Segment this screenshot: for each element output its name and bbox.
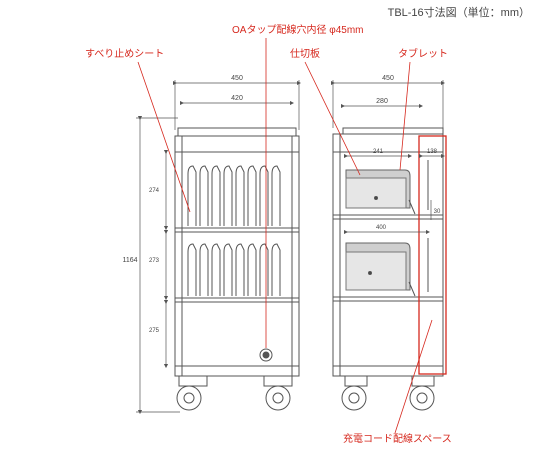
- side-caster-right: [409, 385, 435, 411]
- dim-tablet-length: 400: [376, 225, 387, 231]
- front-tablet-middle: [211, 243, 221, 296]
- front-tablets-upper: [187, 165, 281, 226]
- callout-tablet-leader: [399, 61, 411, 171]
- side-caster-left-hub: [348, 392, 360, 404]
- dim-shelf-lower: 275: [149, 328, 160, 334]
- dim-depth: 450: [382, 75, 394, 82]
- side-partition-lower: [408, 281, 416, 297]
- front-tablet-upper: [199, 165, 209, 226]
- side-top-frame: [342, 127, 444, 135]
- callout-slip-sheet: すべり止めシート: [85, 48, 164, 60]
- dim-cord-space: 138: [427, 149, 438, 155]
- front-tablet-upper: [247, 165, 257, 226]
- side-view: [332, 127, 444, 411]
- callout-partition: 仕切板: [290, 47, 320, 60]
- dim-inner-depth: 280: [376, 98, 388, 105]
- dim-tablet-depth: 241: [373, 149, 384, 155]
- front-tablet-upper: [259, 165, 269, 226]
- front-tablet-upper: [235, 165, 245, 226]
- front-caster-mount-right: [263, 375, 293, 387]
- dim-height-total: 1164: [122, 257, 137, 264]
- dim-shelf-upper: 274: [149, 188, 160, 194]
- side-tablet-upper: [345, 169, 411, 209]
- side-partition-upper: [408, 199, 416, 215]
- front-dimensions: [136, 80, 302, 415]
- front-caster-right: [265, 385, 291, 411]
- front-tablet-middle: [199, 243, 209, 296]
- side-caster-mount-left: [344, 375, 368, 387]
- front-tablet-middle: [247, 243, 257, 296]
- front-cabinet: [174, 135, 300, 377]
- front-caster-left-hub: [183, 392, 195, 404]
- dim-width-inner: 420: [231, 95, 243, 102]
- oa-tap-hole: [259, 348, 273, 362]
- front-tablet-middle: [259, 243, 269, 296]
- side-caster-mount-right: [411, 375, 435, 387]
- front-tablet-middle: [223, 243, 233, 296]
- side-tablet-lower: [345, 242, 411, 291]
- side-caster-right-hub: [416, 392, 428, 404]
- charging-space-box: [418, 135, 447, 375]
- side-dimensions: [330, 80, 446, 235]
- side-caster-left: [341, 385, 367, 411]
- callout-tablet: タブレット: [398, 47, 448, 60]
- front-caster-mount-left: [178, 375, 208, 387]
- front-caster-left: [176, 385, 202, 411]
- front-top-frame: [177, 127, 297, 137]
- callout-charging-space-leader: [394, 319, 433, 434]
- front-tablets-middle: [187, 243, 281, 296]
- callout-partition-leader: [304, 61, 361, 176]
- callout-oa-tap: OAタップ配線穴内径 φ45mm: [232, 23, 364, 36]
- front-caster-right-hub: [272, 392, 284, 404]
- front-tablet-middle: [271, 243, 281, 296]
- front-tablet-upper: [271, 165, 281, 226]
- front-tablet-upper: [223, 165, 233, 226]
- page-title: TBL-16寸法図（単位：mm）: [387, 7, 530, 19]
- front-tablet-middle: [235, 243, 245, 296]
- callout-slip-sheet-leader: [137, 61, 191, 213]
- front-tablet-upper: [187, 165, 197, 226]
- front-tablet-upper: [211, 165, 221, 226]
- dim-width-outer: 450: [231, 75, 243, 82]
- dim-shelf-middle: 273: [149, 258, 160, 264]
- front-tablet-middle: [187, 243, 197, 296]
- dim-slot-pitch: 30: [434, 209, 441, 215]
- side-cabinet: [332, 133, 444, 377]
- front-view: [174, 127, 300, 411]
- callout-charging-space: 充電コード配線スペース: [343, 432, 452, 445]
- oa-tap-hole-inner: [262, 351, 270, 359]
